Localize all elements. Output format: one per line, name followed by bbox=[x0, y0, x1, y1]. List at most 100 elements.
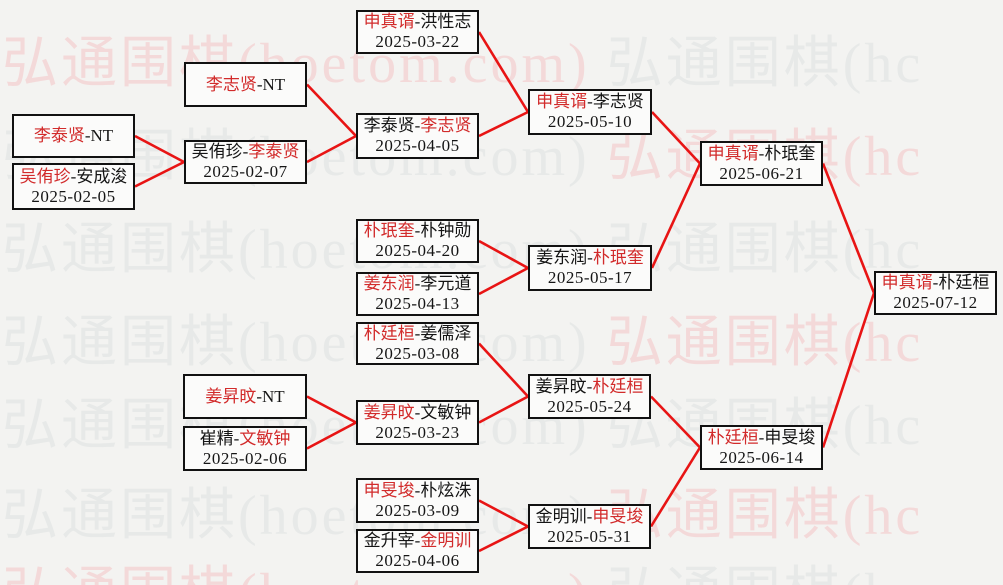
match-players: 吴侑珍-安成浚 bbox=[14, 167, 133, 187]
name-separator: - bbox=[758, 143, 765, 163]
match-players: 申真谞-李志贤 bbox=[530, 92, 650, 112]
match-box: 朴珉奎-朴钟勋 2025-04-20 bbox=[356, 219, 479, 263]
match-box: 李志贤-NT bbox=[184, 62, 307, 107]
name-separator: - bbox=[587, 248, 593, 267]
match-players: 李志贤-NT bbox=[186, 75, 305, 95]
match-box: 申真谞-洪性志 2025-03-22 bbox=[356, 10, 479, 54]
match-players: 姜昇旼-文敏钟 bbox=[358, 403, 477, 423]
player-left-name: 申真谞 bbox=[363, 12, 415, 31]
name-separator: - bbox=[414, 402, 421, 422]
name-separator: - bbox=[758, 427, 765, 447]
match-box: 姜昇旼-文敏钟 2025-03-23 bbox=[356, 400, 479, 445]
match-players: 金明训-申旻埈 bbox=[530, 507, 649, 527]
player-left-name: 姜东润 bbox=[536, 248, 588, 267]
match-box: 申真谞-朴廷桓 2025-07-12 bbox=[874, 271, 997, 315]
name-separator: - bbox=[84, 126, 91, 145]
player-right-name: 朴廷桓 bbox=[592, 376, 644, 396]
match-date: 2025-02-06 bbox=[202, 448, 288, 468]
bracket-line bbox=[478, 342, 529, 398]
player-left-name: 申真谞 bbox=[881, 273, 933, 292]
player-left-name: 姜昇旼 bbox=[363, 402, 415, 422]
bracket-line bbox=[478, 239, 529, 270]
match-date: 2025-04-20 bbox=[375, 241, 460, 260]
match-box: 申真谞-李志贤 2025-05-10 bbox=[528, 89, 652, 135]
name-separator: - bbox=[256, 386, 262, 406]
bracket-line bbox=[478, 525, 529, 553]
name-separator: - bbox=[586, 506, 593, 526]
match-box: 李泰贤-NT bbox=[12, 114, 135, 158]
player-left-name: 金升宰 bbox=[363, 531, 415, 550]
player-right-name: 李元道 bbox=[420, 274, 472, 293]
player-right-name: 文敏钟 bbox=[239, 428, 291, 448]
name-separator: - bbox=[414, 116, 421, 135]
match-players: 吴侑珍-李泰贤 bbox=[186, 142, 305, 162]
match-box: 金明训-申旻埈 2025-05-31 bbox=[528, 504, 651, 549]
match-date: 2025-03-08 bbox=[375, 343, 460, 363]
player-left-name: 姜昇旼 bbox=[535, 376, 587, 396]
bracket-line bbox=[306, 421, 357, 450]
bracket-line bbox=[650, 395, 701, 449]
player-left-name: 金明训 bbox=[535, 506, 587, 526]
match-box: 姜昇旼-朴廷桓 2025-05-24 bbox=[528, 374, 651, 419]
match-date: 2025-05-24 bbox=[547, 396, 632, 416]
player-right-name: 金明训 bbox=[420, 531, 472, 550]
name-separator: - bbox=[256, 74, 263, 94]
player-right-name: 朴珉奎 bbox=[764, 143, 816, 163]
match-date: 2025-02-07 bbox=[203, 162, 288, 181]
player-right-name: NT bbox=[262, 74, 286, 94]
match-players: 朴廷桓-姜儒泽 bbox=[358, 324, 477, 344]
match-players: 李泰贤-NT bbox=[14, 126, 133, 146]
match-players: 金升宰-金明训 bbox=[358, 531, 477, 551]
match-date: 2025-03-23 bbox=[375, 422, 460, 442]
player-right-name: 申旻埈 bbox=[764, 427, 816, 447]
player-right-name: 文敏钟 bbox=[420, 402, 472, 422]
match-date: 2025-05-17 bbox=[547, 268, 633, 287]
match-date: 2025-07-12 bbox=[893, 293, 978, 312]
match-date: 2025-06-14 bbox=[719, 447, 804, 467]
name-separator: - bbox=[233, 428, 240, 448]
match-players: 朴珉奎-朴钟勋 bbox=[358, 221, 477, 241]
player-left-name: 申真谞 bbox=[536, 92, 588, 111]
match-date: 2025-05-31 bbox=[547, 526, 632, 546]
player-right-name: 朴炫洙 bbox=[420, 480, 472, 500]
match-box: 申旻埈-朴炫洙 2025-03-09 bbox=[356, 478, 479, 523]
player-left-name: 朴廷桓 bbox=[363, 323, 415, 343]
name-separator: - bbox=[242, 142, 249, 161]
player-right-name: 申旻埈 bbox=[592, 506, 644, 526]
name-separator: - bbox=[414, 323, 421, 343]
match-date: 2025-06-21 bbox=[719, 163, 804, 183]
match-players: 姜东润-朴珉奎 bbox=[530, 248, 650, 268]
bracket-line bbox=[306, 395, 357, 424]
player-left-name: 吴侑珍 bbox=[191, 142, 243, 161]
match-players: 姜东润-李元道 bbox=[358, 274, 477, 294]
name-separator: - bbox=[414, 12, 421, 31]
match-players: 申旻埈-朴炫洙 bbox=[358, 481, 477, 501]
match-date: 2025-04-13 bbox=[375, 294, 460, 313]
match-box: 吴侑珍-安成浚 2025-02-05 bbox=[12, 163, 135, 210]
player-left-name: 吴侑珍 bbox=[19, 166, 71, 186]
player-right-name: NT bbox=[262, 386, 285, 406]
match-players: 申真谞-朴珉奎 bbox=[702, 144, 821, 164]
match-box: 申真谞-朴珉奎 2025-06-21 bbox=[700, 141, 823, 186]
player-left-name: 姜昇旼 bbox=[205, 386, 257, 406]
match-players: 李泰贤-李志贤 bbox=[358, 116, 477, 136]
match-box: 崔精-文敏钟 2025-02-06 bbox=[183, 426, 307, 471]
match-box: 吴侑珍-李泰贤 2025-02-07 bbox=[184, 140, 307, 184]
bracket-line bbox=[650, 162, 702, 269]
bracket-line bbox=[651, 111, 701, 165]
bracket-line bbox=[478, 499, 529, 528]
bracket-line bbox=[134, 134, 185, 164]
bracket-line bbox=[649, 446, 702, 528]
player-left-name: 姜东润 bbox=[363, 274, 415, 293]
match-box: 姜昇旼-NT bbox=[183, 374, 307, 419]
name-separator: - bbox=[414, 274, 421, 293]
match-date: 2025-02-05 bbox=[31, 186, 116, 206]
bracket-line bbox=[478, 266, 529, 296]
name-separator: - bbox=[586, 376, 593, 396]
player-left-name: 李泰贤 bbox=[33, 126, 85, 145]
player-right-name: 姜儒泽 bbox=[420, 323, 472, 343]
player-right-name: 安成浚 bbox=[76, 166, 128, 186]
player-right-name: 李志贤 bbox=[420, 116, 472, 135]
match-players: 申真谞-朴廷桓 bbox=[876, 273, 995, 293]
